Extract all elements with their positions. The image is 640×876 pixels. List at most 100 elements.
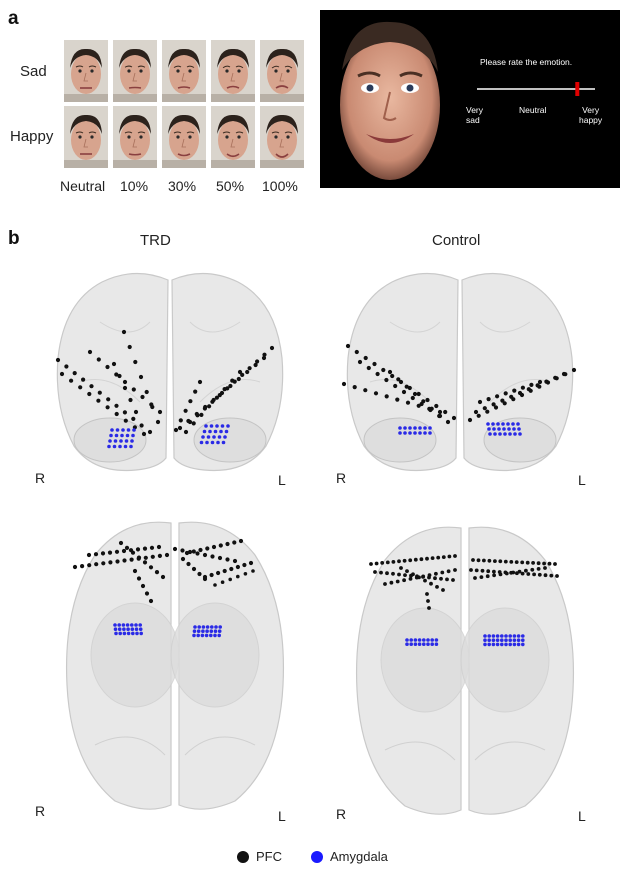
pfc-electrode xyxy=(149,545,155,550)
pfc-electrode xyxy=(213,583,217,587)
pfc-electrode xyxy=(520,571,525,576)
pfc-electrode xyxy=(391,560,396,564)
pfc-electrode xyxy=(108,560,113,565)
pfc-electrode xyxy=(405,569,409,573)
pfc-electrode xyxy=(191,549,196,554)
amygdala-electrode xyxy=(403,426,407,430)
pfc-electrode xyxy=(486,397,491,402)
pfc-electrode xyxy=(78,385,83,390)
pfc-electrode xyxy=(245,369,250,375)
pfc-electrode xyxy=(435,585,439,589)
pfc-electrode xyxy=(536,561,541,566)
amygdala-electrode xyxy=(210,625,214,629)
amygdala-electrode xyxy=(122,627,126,631)
pfc-electrode xyxy=(155,419,161,425)
rating-task-screen: Please rate the emotion. Very sad Neutra… xyxy=(320,10,620,188)
pfc-electrode xyxy=(122,410,127,415)
amygdala-electrode xyxy=(110,428,114,432)
pfc-electrode xyxy=(64,364,69,369)
pfc-electrode xyxy=(416,391,421,397)
pfc-electrode xyxy=(486,569,491,574)
legend-amygdala: Amygdala xyxy=(311,849,388,864)
amygdala-electrode xyxy=(512,642,517,647)
brain-outline xyxy=(65,521,285,810)
amygdala-electrode xyxy=(506,422,510,426)
amygdala-electrode xyxy=(422,638,426,642)
rating-slider-handle[interactable] xyxy=(575,82,580,96)
pfc-electrode xyxy=(401,389,407,395)
pfc-electrode xyxy=(374,561,379,566)
pfc-electrode xyxy=(209,572,214,578)
amygdala-electrode xyxy=(516,422,520,426)
rating-slider[interactable] xyxy=(320,10,620,188)
column-label-10: 10% xyxy=(120,178,149,194)
pfc-electrode xyxy=(150,554,155,559)
amygdala-electrode xyxy=(204,424,208,428)
amygdala-electrode xyxy=(413,426,417,430)
pfc-electrode xyxy=(214,395,219,400)
amygdala-electrode xyxy=(226,424,230,428)
pfc-electrode xyxy=(537,572,542,577)
amygdala-electrode xyxy=(521,634,525,638)
pfc-electrode xyxy=(111,361,117,367)
amygdala-electrode xyxy=(132,428,136,432)
pfc-electrode xyxy=(211,397,216,403)
amygdala-electrode xyxy=(430,642,434,646)
amygdala-electrode xyxy=(493,432,497,436)
pfc-electrode xyxy=(385,571,389,576)
scale-label-very-happy: Very happy xyxy=(579,105,603,125)
pfc-electrode xyxy=(142,560,148,565)
pfc-electrode xyxy=(396,377,401,382)
pfc-electrode xyxy=(139,423,144,428)
amygdala-electrode xyxy=(138,627,143,631)
pfc-electrode xyxy=(143,555,148,560)
amygdala-electrode xyxy=(516,642,521,647)
pfc-electrode xyxy=(434,571,438,576)
legend-pfc-marker xyxy=(237,850,249,863)
pfc-electrode xyxy=(207,404,212,409)
pfc-electrode xyxy=(87,391,92,397)
pfc-electrode xyxy=(445,577,449,582)
pfc-electrode xyxy=(411,572,415,577)
pfc-electrode xyxy=(127,344,132,350)
pfc-electrode xyxy=(87,349,93,355)
amygdala-electrode xyxy=(221,440,226,445)
pfc-electrode xyxy=(446,569,451,574)
pfc-electrode xyxy=(543,566,547,570)
pfc-electrode xyxy=(94,562,99,567)
amygdala-electrode xyxy=(488,432,492,436)
pfc-electrode xyxy=(186,418,191,424)
amygdala-electrode xyxy=(426,638,430,642)
pfc-electrode xyxy=(115,559,120,564)
pfc-electrode xyxy=(425,592,429,596)
amygdala-electrode xyxy=(107,444,111,449)
pfc-electrode xyxy=(180,548,185,553)
amygdala-electrode xyxy=(516,638,521,642)
pfc-electrode xyxy=(341,381,347,387)
scale-label-very-sad: Very sad xyxy=(466,105,484,125)
pfc-electrode xyxy=(156,544,162,550)
amygdala-electrode xyxy=(521,638,525,642)
amygdala-electrode xyxy=(223,435,227,439)
amygdala-electrode xyxy=(218,625,222,629)
pfc-electrode xyxy=(485,409,490,414)
amygdala-electrode xyxy=(491,634,496,638)
pfc-electrode xyxy=(381,367,386,373)
pfc-electrode xyxy=(114,372,119,377)
pfc-electrode xyxy=(345,343,351,349)
pfc-electrode xyxy=(425,556,429,561)
pfc-electrode xyxy=(532,572,536,577)
amygdala-electrode xyxy=(131,631,135,636)
pfc-electrode xyxy=(237,369,243,375)
pfc-electrode xyxy=(101,561,106,566)
pfc-electrode xyxy=(474,568,479,573)
amygdala-electrode xyxy=(125,433,130,438)
pfc-electrode xyxy=(121,548,127,554)
pfc-electrode xyxy=(393,383,398,389)
pfc-electrode xyxy=(517,390,523,396)
amygdala-electrode xyxy=(502,427,506,431)
pfc-electrode xyxy=(236,574,240,579)
pfc-electrode xyxy=(219,390,225,396)
pfc-electrode xyxy=(535,383,540,388)
pfc-electrode xyxy=(217,555,223,561)
